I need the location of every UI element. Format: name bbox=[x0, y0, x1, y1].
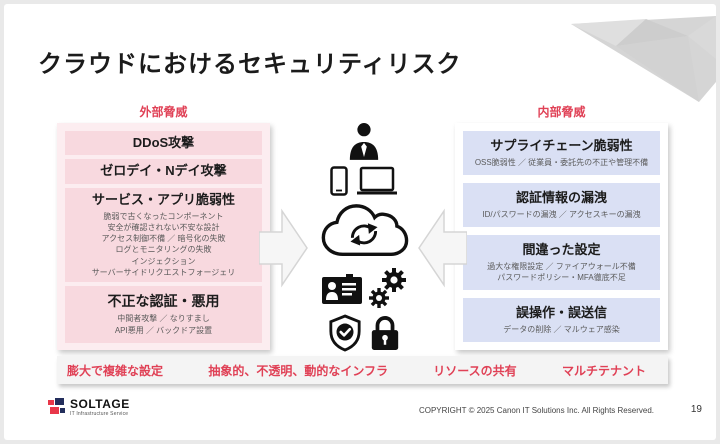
logo-name: SOLTAGE bbox=[70, 397, 130, 411]
threat-box-operation-error: 誤操作・誤送信 データの削除 ／ マルウェア感染 bbox=[463, 297, 660, 342]
threat-detail: 過大な権限設定 ／ ファイアウォール不備 bbox=[487, 261, 636, 271]
laptop-icon bbox=[356, 166, 397, 195]
threat-title: ゼロデイ・Nデイ攻撃 bbox=[100, 163, 227, 179]
shield-check-icon bbox=[328, 314, 361, 352]
threat-detail: OSS脆弱性 ／ 従業員・委託先の不正や管理不備 bbox=[474, 158, 649, 168]
icon-row-user bbox=[347, 122, 381, 160]
threat-detail: 中間者攻撃 ／ なりすまし bbox=[117, 314, 210, 324]
threat-box-unauthorized-auth: 不正な認証・悪用 中間者攻撃 ／ なりすまし API悪用 ／ バックドア設置 bbox=[65, 285, 262, 343]
page-number: 19 bbox=[690, 404, 702, 415]
gears-icon bbox=[368, 268, 406, 308]
threat-detail: アクセス制御不備 ／ 暗号化の失敗 bbox=[101, 234, 226, 244]
threat-details: ID/パスワードの漏洩 ／ アクセスキーの漏洩 bbox=[467, 209, 656, 220]
threat-box-service-app-vuln: サービス・アプリ脆弱性 脆弱で古くなったコンポーネント 安全が確認されない不安な… bbox=[65, 187, 262, 282]
icon-row-devices bbox=[329, 166, 399, 196]
soltage-logo-texts: SOLTAGE IT Infrastructure Service bbox=[70, 397, 130, 418]
arrow-right-icon bbox=[259, 208, 308, 288]
icon-row-cloud bbox=[318, 202, 410, 262]
threat-title: DDoS攻撃 bbox=[132, 135, 195, 150]
page-title: クラウドにおけるセキュリティリスク bbox=[38, 51, 462, 78]
threat-box-zeroday: ゼロデイ・Nデイ攻撃 bbox=[65, 159, 262, 184]
threat-detail: サーバーサイドリクエストフォージェリ bbox=[91, 267, 236, 277]
threat-title: 認証情報の漏洩 bbox=[515, 189, 607, 205]
cloud-sync-icon bbox=[321, 204, 409, 256]
threat-details: OSS脆弱性 ／ 従業員・委託先の不正や管理不備 bbox=[467, 157, 656, 168]
soltage-logo-icon bbox=[48, 398, 65, 414]
threat-detail: パスワードポリシー・MFA徹底不足 bbox=[497, 273, 626, 282]
soltage-logo: SOLTAGE IT Infrastructure Service bbox=[48, 397, 130, 418]
threat-detail: 脆弱で古くなったコンポーネント bbox=[103, 211, 224, 221]
risk-factors-bar: 膨大で複雑な設定 抽象的、不透明、動的なインフラ リソースの共有 マルチテナント bbox=[57, 356, 668, 384]
threat-box-supplychain: サプライチェーン脆弱性 OSS脆弱性 ／ 従業員・委託先の不正や管理不備 bbox=[463, 131, 660, 176]
threat-title: 誤操作・誤送信 bbox=[515, 304, 607, 320]
threat-box-misconfiguration: 間違った設定 過大な権限設定 ／ ファイアウォール不備 パスワードポリシー・MF… bbox=[463, 234, 660, 291]
internal-threats-label: 内部脅威 bbox=[537, 105, 586, 119]
threat-title: サービス・アプリ脆弱性 bbox=[91, 191, 235, 207]
id-card-icon bbox=[321, 274, 362, 304]
threat-title: 間違った設定 bbox=[522, 241, 601, 257]
threat-detail: 安全が確認されない不安な設計 bbox=[107, 222, 220, 232]
internal-threats-panel: サプライチェーン脆弱性 OSS脆弱性 ／ 従業員・委託先の不正や管理不備 認証情… bbox=[455, 123, 668, 350]
copyright-text: COPYRIGHT © 2025 Canon IT Solutions Inc.… bbox=[418, 406, 654, 415]
corner-decoration bbox=[571, 16, 716, 102]
risk-factor: 膨大で複雑な設定 bbox=[67, 363, 164, 378]
threat-details: 過大な権限設定 ／ ファイアウォール不備 パスワードポリシー・MFA徹底不足 bbox=[467, 261, 656, 283]
lock-icon bbox=[371, 316, 398, 350]
threat-box-ddos: DDoS攻撃 bbox=[65, 131, 262, 156]
risk-factor: 抽象的、不透明、動的なインフラ bbox=[208, 363, 388, 378]
external-threats-panel: DDoS攻撃 ゼロデイ・Nデイ攻撃 サービス・アプリ脆弱性 脆弱で古くなったコン… bbox=[57, 123, 270, 350]
slide: クラウドにおけるセキュリティリスク 外部脅威 内部脅威 DDoS攻撃 ゼロデイ・… bbox=[4, 4, 716, 440]
logo-subtitle: IT Infrastructure Service bbox=[70, 411, 129, 418]
arrow-left-icon bbox=[418, 208, 467, 288]
threat-detail: ID/パスワードの漏洩 ／ アクセスキーの漏洩 bbox=[482, 210, 641, 220]
cloud-icon-stack bbox=[306, 122, 422, 358]
threat-details: 中間者攻撃 ／ なりすまし API悪用 ／ バックドア設置 bbox=[69, 313, 258, 335]
businessperson-icon bbox=[349, 123, 379, 160]
threat-detail: データの削除 ／ マルウェア感染 bbox=[503, 324, 620, 334]
risk-factor: リソースの共有 bbox=[433, 363, 517, 378]
smartphone-icon bbox=[329, 166, 348, 196]
icon-row-identity bbox=[321, 268, 407, 310]
external-threats-label: 外部脅威 bbox=[139, 105, 188, 119]
risk-factor: マルチテナント bbox=[561, 363, 646, 378]
threat-detail: API悪用 ／ バックドア設置 bbox=[114, 325, 213, 335]
threat-details: データの削除 ／ マルウェア感染 bbox=[467, 324, 656, 335]
threat-details: 脆弱で古くなったコンポーネント 安全が確認されない不安な設計 アクセス制御不備 … bbox=[69, 211, 258, 278]
threat-box-credential-leak: 認証情報の漏洩 ID/パスワードの漏洩 ／ アクセスキーの漏洩 bbox=[463, 182, 660, 228]
threat-detail: インジェクション bbox=[131, 256, 196, 266]
icon-row-security bbox=[328, 314, 401, 352]
threat-title: サプライチェーン脆弱性 bbox=[490, 138, 633, 153]
threat-detail: ログとモニタリングの失敗 bbox=[115, 245, 212, 255]
threat-title: 不正な認証・悪用 bbox=[107, 292, 220, 309]
